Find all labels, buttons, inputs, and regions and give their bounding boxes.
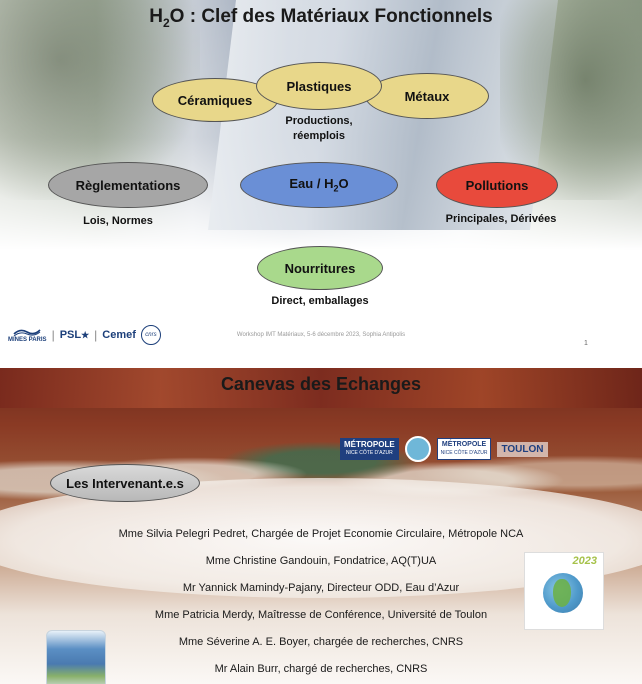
node-nourritures: Nourritures <box>257 246 383 290</box>
caption-nourritures: Direct, emballages <box>271 295 369 307</box>
psl-logo: PSL★ <box>59 329 90 341</box>
speaker-item: Mme Patricia Merdy, Maîtresse de Confére… <box>154 609 488 621</box>
caption-line: réemplois <box>293 130 345 142</box>
logo-separator: | <box>94 328 98 342</box>
page-number: 1 <box>584 340 588 347</box>
speaker-item: Mr Alain Burr, chargé de recherches, CNR… <box>214 663 428 675</box>
node-label: Métaux <box>404 88 450 104</box>
universite-toulon-logo: TOULON <box>497 441 548 457</box>
metropole-logo: MÉTROPOLE NICE CÔTE D'AZUR <box>340 438 399 460</box>
aqtua-logo <box>404 436 431 462</box>
logo-separator: | <box>51 328 55 342</box>
event-badge-2023: 2023 <box>524 552 604 630</box>
node-label: Eau / H2O <box>289 176 349 194</box>
node-ceramiques: Céramiques <box>152 78 278 122</box>
node-reglementations: Règlementations <box>48 162 208 208</box>
slide-title: H2O : Clef des Matériaux Fonctionnels <box>149 6 493 30</box>
node-label: Plastiques <box>286 78 352 94</box>
node-label: Nourritures <box>284 260 356 276</box>
slide-1: H2O : Clef des Matériaux Fonctionnels Cé… <box>0 0 642 348</box>
water-glass-image <box>46 630 106 684</box>
node-plastiques: Plastiques <box>256 62 382 110</box>
caption-reglementations: Lois, Normes <box>83 215 153 227</box>
caption-line: Productions, <box>285 115 353 127</box>
cnrs-logo: cnrs <box>140 325 161 345</box>
partner-logos: MINES PARIS | PSL★ | Cemef cnrs <box>8 322 161 348</box>
section-label-text: Les Intervenant.e.s <box>66 475 184 491</box>
speaker-item: Mr Yannick Mamindy-Pajany, Directeur ODD… <box>182 582 460 594</box>
slide-title: Canevas des Echanges <box>220 374 422 394</box>
node-label: Règlementations <box>75 177 181 193</box>
node-metaux: Métaux <box>365 73 489 119</box>
slide-divider <box>0 360 642 368</box>
badge-year: 2023 <box>572 555 597 567</box>
node-label: Céramiques <box>177 92 253 108</box>
partner-logos: MÉTROPOLE NICE CÔTE D'AZUR MÉTROPOLE NIC… <box>340 436 548 462</box>
painting-banner <box>0 368 642 408</box>
section-label-intervenants: Les Intervenant.e.s <box>50 464 200 502</box>
slide-footer: Workshop IMT Matériaux, 5-6 décembre 202… <box>236 332 406 338</box>
speaker-item: Mme Christine Gandouin, Fondatrice, AQ(T… <box>205 555 437 567</box>
mines-paris-text: MINES PARIS <box>8 336 47 343</box>
speaker-item: Mme Séverine A. E. Boyer, chargée de rec… <box>178 636 464 648</box>
footprint-icon <box>553 579 571 607</box>
caption-pollutions: Principales, Dérivées <box>445 213 557 225</box>
caption-plastiques: Productions, réemplois <box>256 114 382 144</box>
mines-wave-icon <box>13 328 41 336</box>
speaker-item: Mme Silvia Pelegri Pedret, Chargée de Pr… <box>118 528 524 540</box>
cemef-logo: Cemef <box>102 329 136 341</box>
metropole-logo-alt: MÉTROPOLE NICE CÔTE D'AZUR <box>436 438 492 460</box>
node-pollutions: Pollutions <box>436 162 558 208</box>
mines-paris-logo: MINES PARIS <box>8 327 47 344</box>
node-label: Pollutions <box>465 177 529 193</box>
node-eau: Eau / H2O <box>240 162 398 208</box>
slide-2: Canevas des Echanges MÉTROPOLE NICE CÔTE… <box>0 368 642 684</box>
